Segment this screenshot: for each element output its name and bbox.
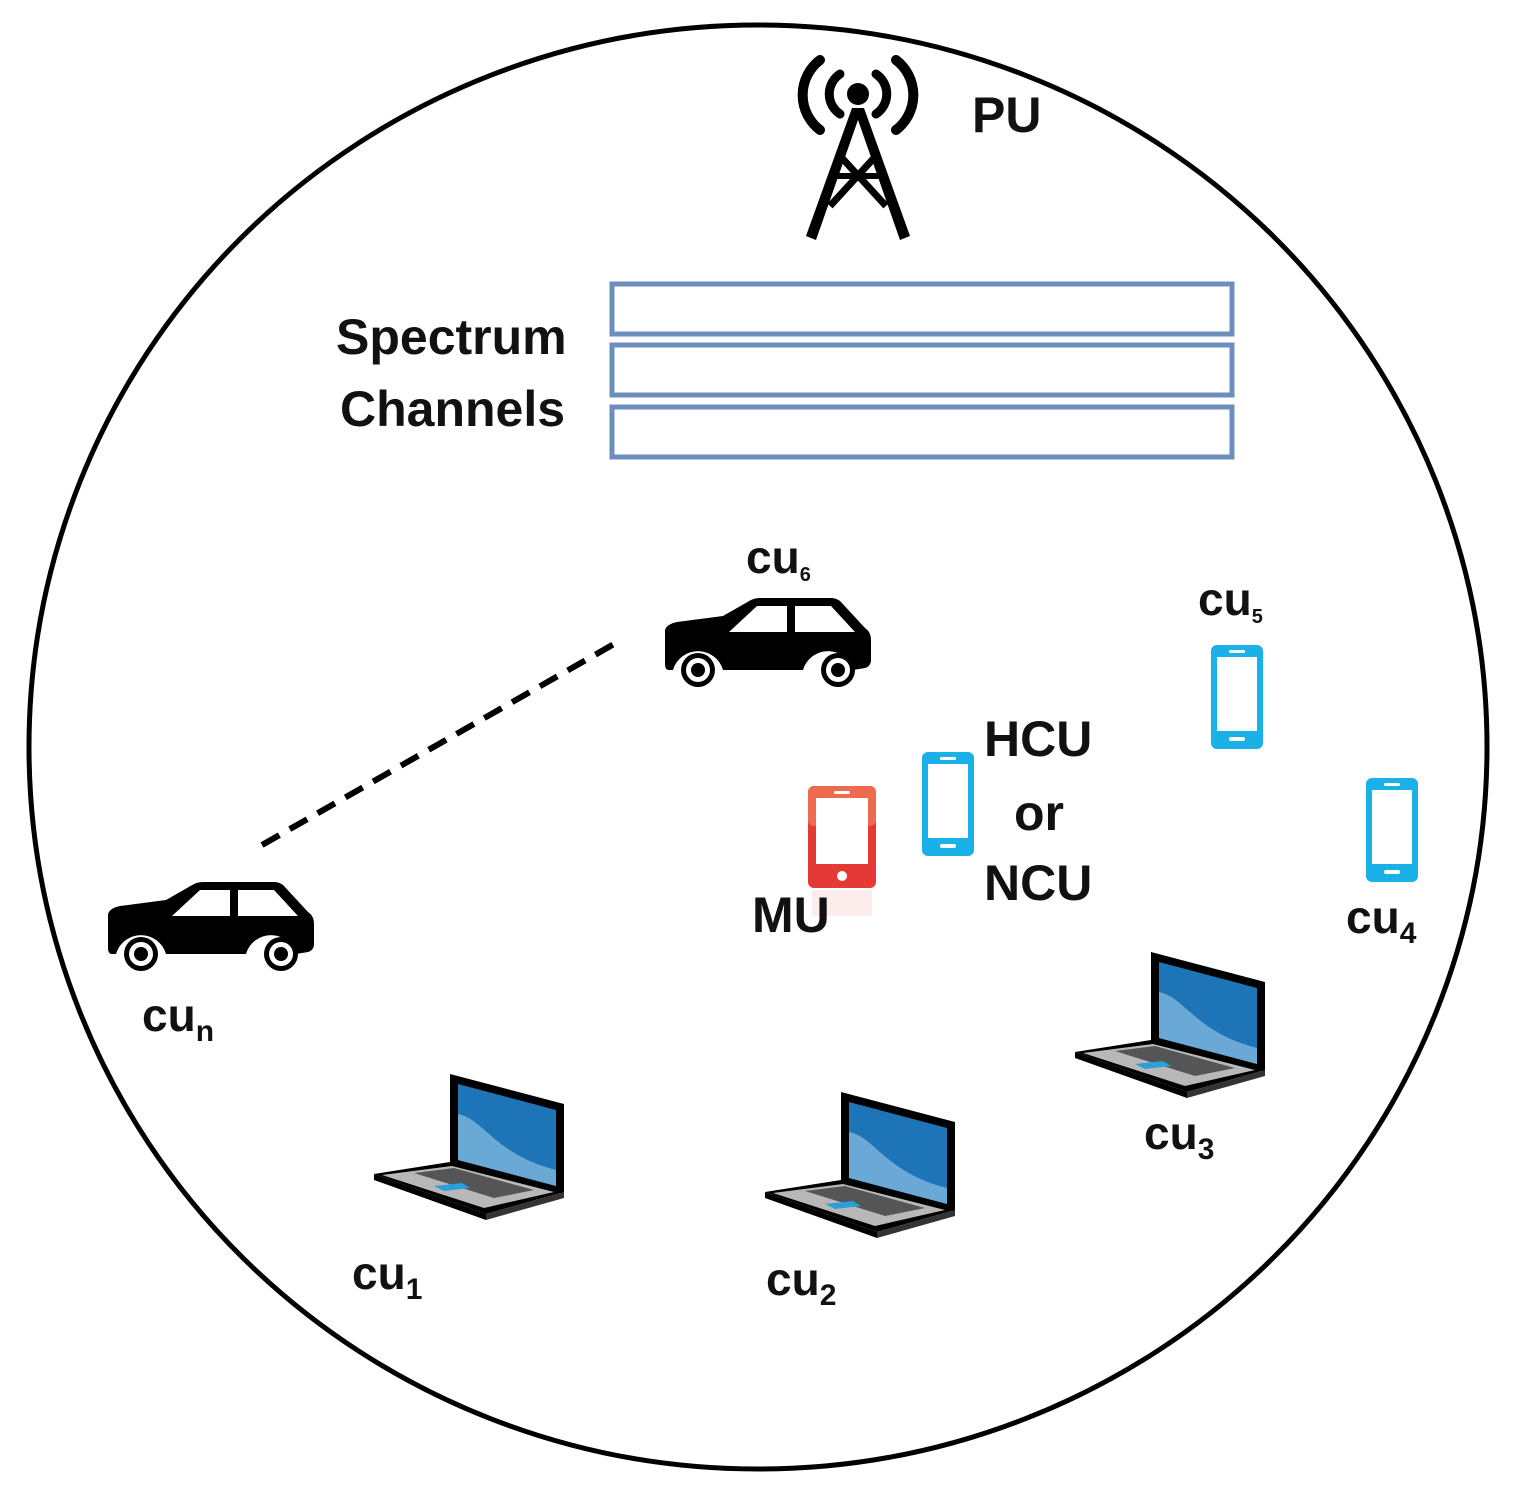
cun-label: cun [142, 989, 215, 1048]
cu6-label: cu6 [746, 531, 811, 586]
laptop-icon [765, 1092, 955, 1238]
red-smartphone-icon [808, 786, 876, 916]
cu3-label: cu3 [1144, 1107, 1215, 1166]
cu5-label: cu5 [1198, 573, 1263, 628]
spectrum-label-line1: Spectrum [336, 309, 567, 365]
cyan-smartphone-icon [922, 752, 974, 856]
spectrum-channels [609, 281, 1235, 460]
or-label: or [1014, 785, 1064, 841]
channel-bar [609, 342, 1235, 398]
car-icon [665, 598, 871, 687]
hcu-label: HCU [984, 711, 1093, 767]
link-line [260, 641, 616, 848]
channel-bar [609, 281, 1235, 337]
cu4-label: cu4 [1346, 891, 1417, 950]
mu-label: MU [752, 887, 830, 943]
coverage-area-circle [26, 22, 1490, 1472]
pu-label: PU [972, 87, 1042, 143]
car-icon [108, 882, 314, 971]
spectrum-label-line2: Channels [340, 381, 566, 437]
cyan-smartphone-icon [1211, 645, 1263, 749]
laptop-icon [1075, 952, 1265, 1098]
cyan-smartphone-icon [1366, 778, 1418, 882]
laptop-icon [374, 1074, 564, 1220]
channel-bar [609, 404, 1235, 460]
cu2-label: cu2 [766, 1253, 837, 1312]
ncu-label: NCU [984, 855, 1093, 911]
cu1-label: cu1 [352, 1247, 423, 1306]
radio-tower-icon [797, 55, 919, 240]
